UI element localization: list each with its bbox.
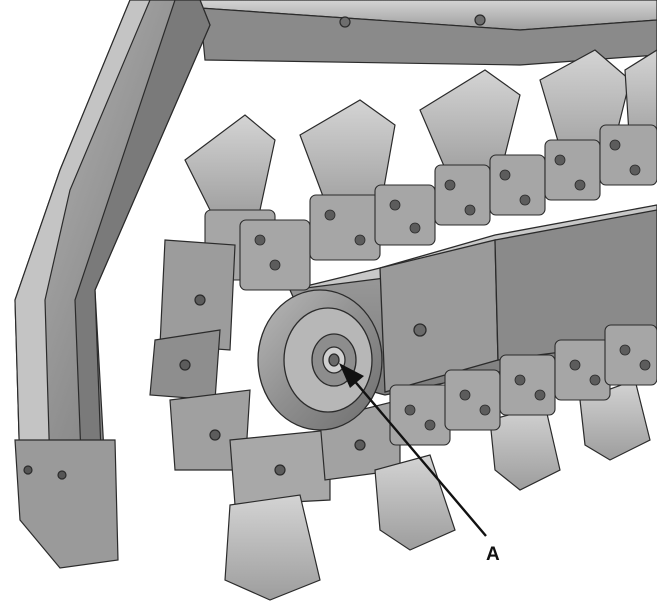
left-frame-arm xyxy=(14,0,211,569)
lower-chain-pins xyxy=(404,344,651,431)
chain-around-idler xyxy=(149,239,401,506)
upper-chain-pins xyxy=(254,139,641,271)
top-frame-beam xyxy=(199,0,657,66)
callout-label-a: A xyxy=(486,544,500,565)
idler-wheel xyxy=(257,289,383,431)
callout-arrow xyxy=(339,363,487,537)
